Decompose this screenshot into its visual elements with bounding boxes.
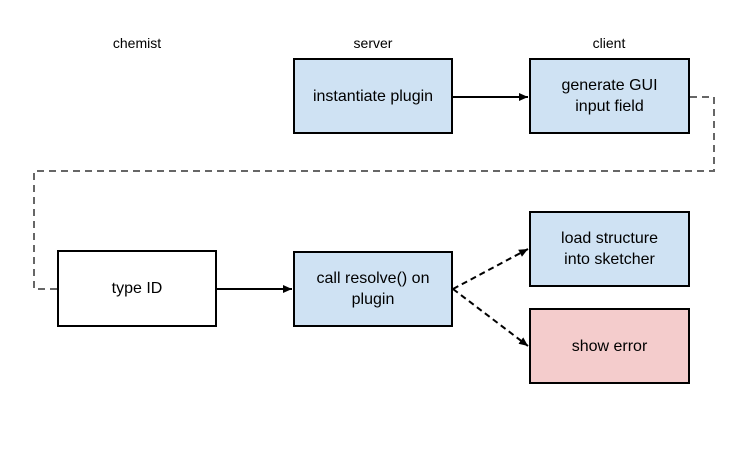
node-instantiate-plugin: instantiate plugin [293,58,453,134]
edge-call-resolve-to-show-error [452,288,529,347]
node-type-id: type ID [57,250,217,327]
node-type-id-label: type ID [111,280,163,297]
edge-call-resolve-to-load-structure [452,248,529,290]
node-call-resolve: call resolve() on plugin [293,251,453,327]
node-generate-gui-label: generate GUI input field [561,77,658,115]
edge-generate-to-type-id [33,96,715,290]
node-load-structure: load structure into sketcher [529,211,690,287]
node-show-error: show error [529,308,690,384]
column-header-client: client [592,35,626,51]
node-generate-gui: generate GUI input field [529,58,690,134]
node-instantiate-plugin-label: instantiate plugin [312,87,434,105]
column-header-server: server [353,35,393,51]
column-header-chemist: chemist [112,35,162,51]
node-load-structure-label: load structure into sketcher [561,230,658,268]
node-call-resolve-label: call resolve() on plugin [316,270,430,308]
node-show-error-label: show error [571,337,648,355]
